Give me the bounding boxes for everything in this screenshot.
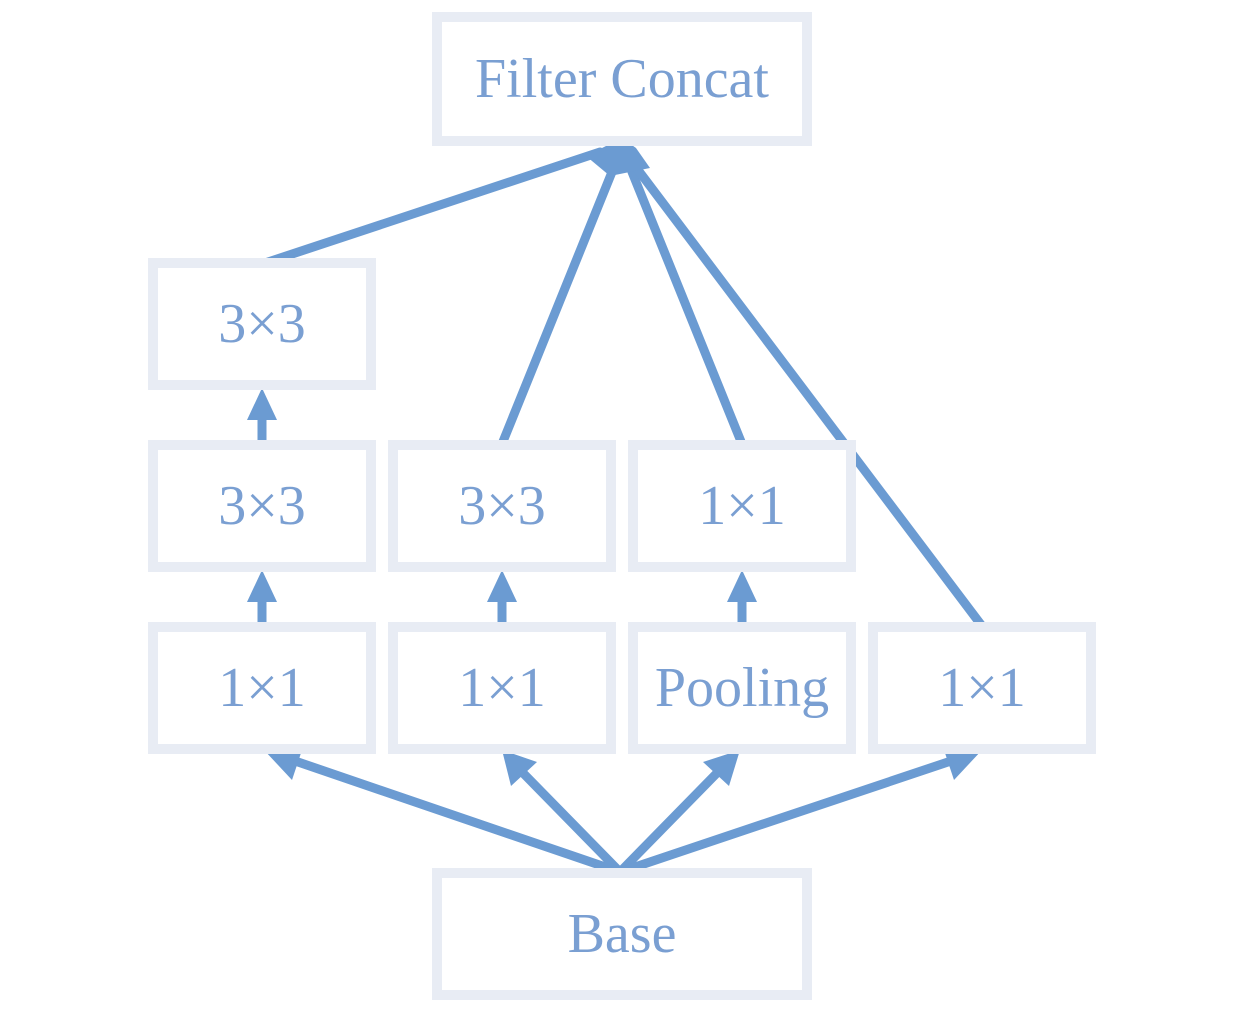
b2-conv3x3-label: 3×3 <box>458 475 546 537</box>
arrowhead-icon <box>247 570 277 602</box>
b2-conv1x1-node: 1×1 <box>388 622 616 754</box>
base-node: Base <box>432 868 812 1000</box>
b2-conv1x1-label: 1×1 <box>458 657 546 719</box>
b2-conv1x1-box <box>388 622 616 754</box>
b3-pooling-node: Pooling <box>628 622 856 754</box>
arrowhead-icon <box>487 570 517 602</box>
b1-conv3x3-top-node: 3×3 <box>148 258 376 390</box>
b3-conv1x1-label: 1×1 <box>698 475 786 537</box>
b3-conv1x1-box <box>628 440 856 572</box>
b4-conv1x1-node: 1×1 <box>868 622 1096 754</box>
edge-b3-conv1x1-to-filter-concat <box>627 167 747 449</box>
arrowhead-icon <box>247 388 277 420</box>
b1-conv3x3-mid-node: 3×3 <box>148 440 376 572</box>
b1-conv3x3-top-label: 3×3 <box>218 293 306 355</box>
edge-base-to-b2-conv1x1 <box>519 769 625 877</box>
filter-concat-box <box>432 12 812 146</box>
arrowhead-icon <box>586 138 650 176</box>
edge-b4-conv1x1-to-filter-concat <box>633 165 987 631</box>
b4-conv1x1-box <box>868 622 1096 754</box>
edge-base-to-b4-conv1x1 <box>615 757 953 877</box>
arrowhead-icon <box>703 750 740 786</box>
b1-conv1x1-box <box>148 622 376 754</box>
edge-base-to-b1-conv1x1 <box>293 757 625 877</box>
filter-concat-node: Filter Concat <box>432 12 812 146</box>
edge-b1-conv3x3-top-to-filter-concat <box>257 147 605 269</box>
nodes: Filter Concat 3×3 3×3 3×3 1×1 1×1 1×1 <box>148 12 1096 1000</box>
arrowhead-icon <box>502 750 537 786</box>
b1-conv1x1-label: 1×1 <box>218 657 306 719</box>
base-label: Base <box>568 903 677 965</box>
b2-conv3x3-node: 3×3 <box>388 440 616 572</box>
filter-concat-label: Filter Concat <box>475 48 769 110</box>
base-box <box>432 868 812 1000</box>
b4-conv1x1-label: 1×1 <box>938 657 1026 719</box>
b1-conv3x3-top-box <box>148 258 376 390</box>
arrowhead-icon <box>727 570 757 602</box>
b3-pooling-label: Pooling <box>655 657 829 719</box>
b1-conv1x1-node: 1×1 <box>148 622 376 754</box>
b1-conv3x3-mid-label: 3×3 <box>218 475 306 537</box>
edge-b2-conv3x3-to-filter-concat <box>497 167 617 449</box>
edge-base-to-b3-pooling <box>615 769 721 877</box>
b1-conv3x3-mid-box <box>148 440 376 572</box>
b2-conv3x3-box <box>388 440 616 572</box>
b3-pooling-box <box>628 622 856 754</box>
edges <box>247 138 987 877</box>
b3-conv1x1-node: 1×1 <box>628 440 856 572</box>
